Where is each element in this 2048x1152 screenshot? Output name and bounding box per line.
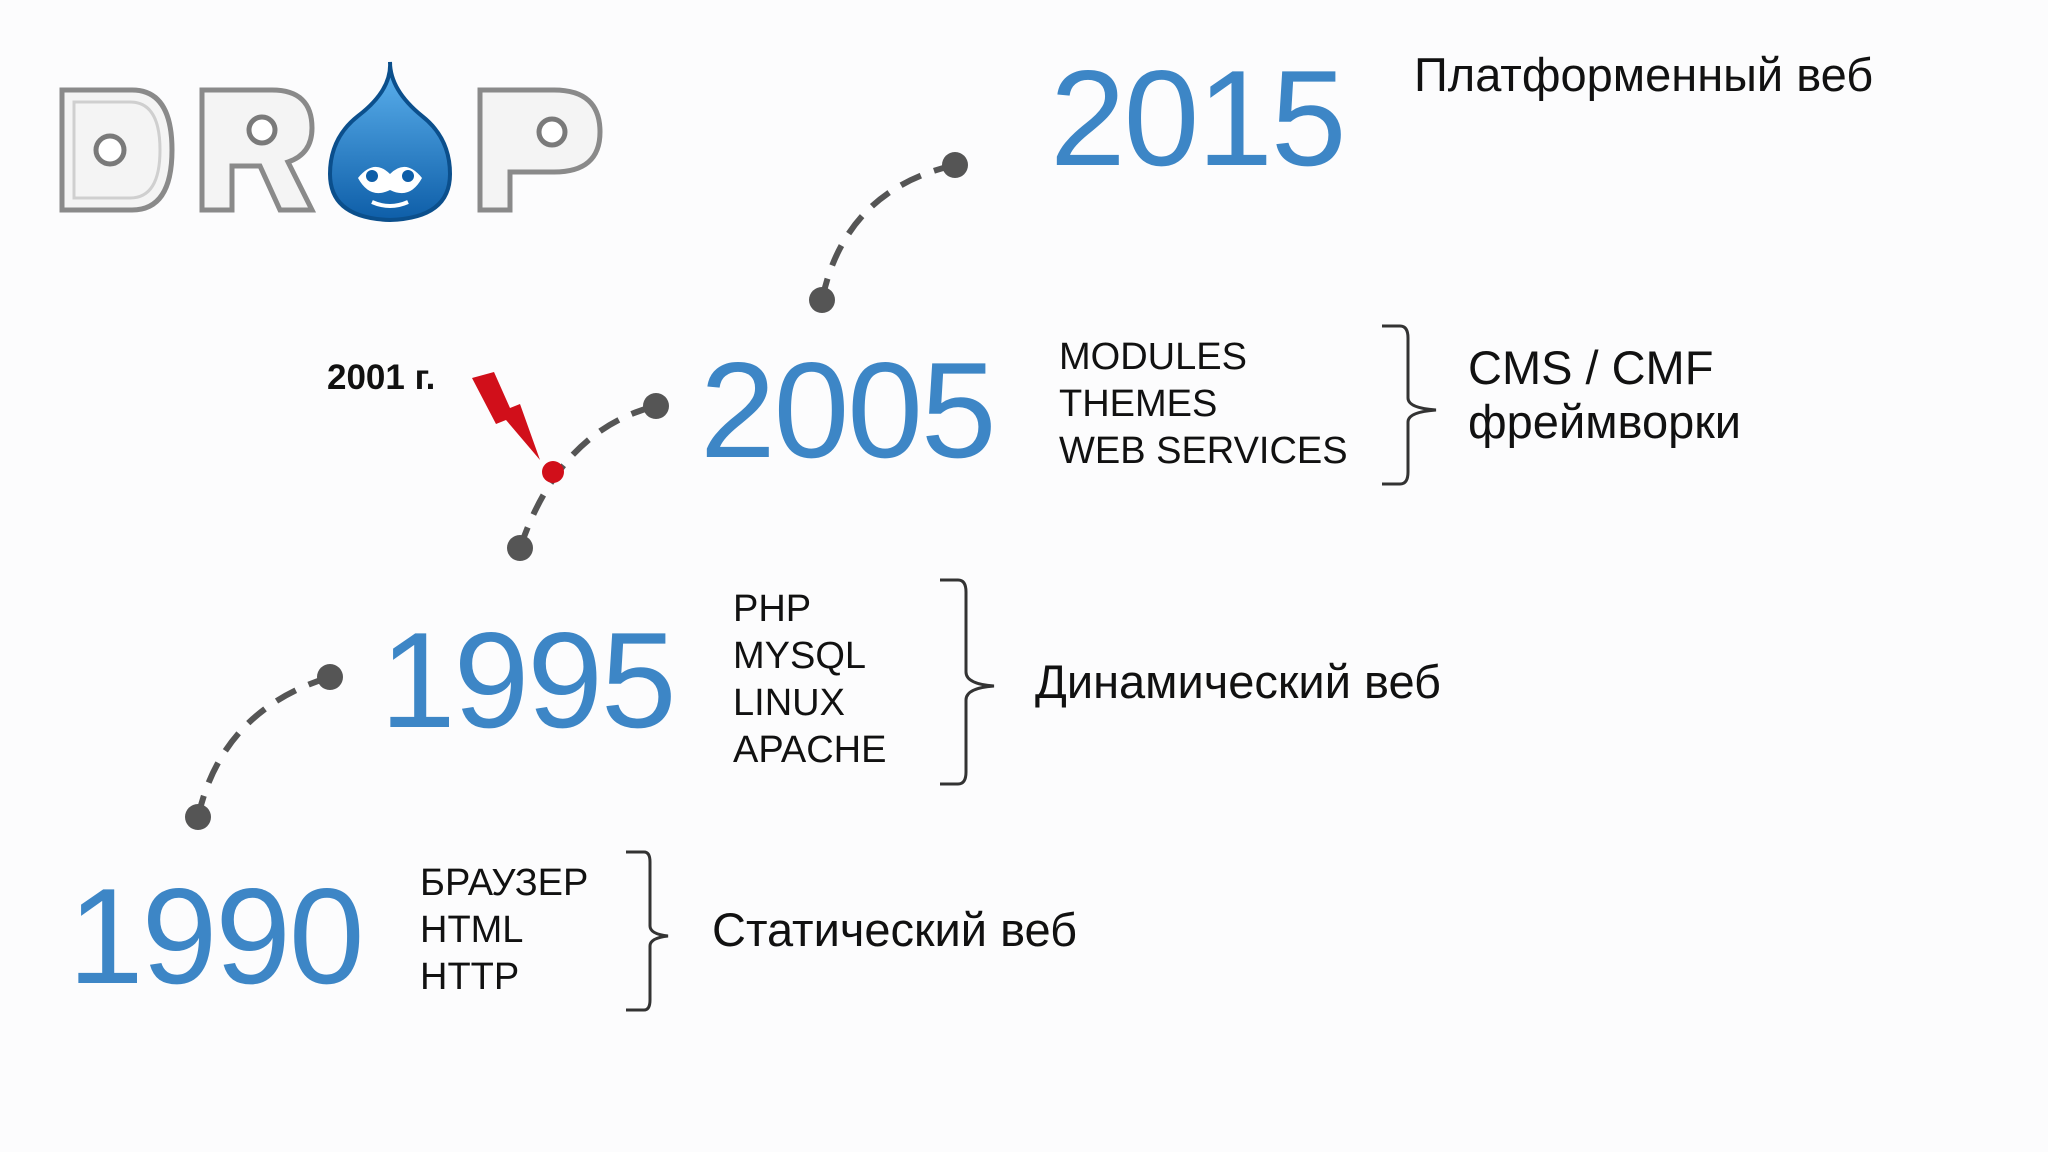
brace-1990 — [626, 850, 669, 1012]
connector-dot-1995 — [317, 664, 343, 690]
connector-1990-1995 — [195, 674, 331, 818]
connector-dot-2015 — [942, 152, 968, 178]
items-1995: PHP MYSQL LINUX APACHE — [733, 586, 886, 774]
list-item: БРАУЗЕР — [420, 862, 589, 904]
items-1990: БРАУЗЕР HTML HTTP — [420, 860, 588, 1001]
year-2005: 2005 — [700, 334, 997, 486]
drupal-drop-icon — [327, 61, 453, 223]
connector-dot-2005-end — [809, 287, 835, 313]
connector-dot-1990 — [185, 804, 211, 830]
era-cms-cmf-line1: CMS / CMF — [1468, 341, 1714, 394]
items-2005: MODULES THEMES WEB SERVICES — [1059, 334, 1348, 475]
list-item: THEMES — [1059, 383, 1218, 425]
year-1990: 1990 — [68, 860, 365, 1012]
year-2015: 2015 — [1050, 42, 1347, 194]
year-1995: 1995 — [380, 604, 677, 756]
logo-letter-p — [477, 87, 603, 213]
era-cms-cmf-line2: фреймворки — [1468, 395, 1742, 449]
lightning-bolt-icon — [472, 372, 540, 460]
logo-letter-r — [199, 87, 317, 213]
brace-2005 — [1382, 324, 1437, 486]
era-static-web: Статический веб — [712, 903, 1078, 956]
logo-letter-d — [59, 87, 175, 213]
era-platform-web: Платформенный веб — [1414, 48, 1874, 101]
list-item: APACHE — [733, 729, 887, 771]
connector-1995-2005 — [517, 403, 657, 549]
milestone-label: 2001 г. — [327, 358, 436, 397]
list-item: LINUX — [733, 682, 845, 724]
list-item: PHP — [733, 588, 812, 630]
connector-dot-1995-end — [507, 535, 533, 561]
list-item: HTTP — [420, 956, 520, 998]
milestone-dot — [542, 461, 564, 483]
list-item: WEB SERVICES — [1059, 430, 1348, 472]
list-item: MYSQL — [733, 635, 867, 677]
connector-2005-2015 — [819, 162, 956, 301]
list-item: HTML — [420, 909, 524, 951]
connector-dot-2005 — [643, 393, 669, 419]
era-dynamic-web: Динамический веб — [1035, 655, 1441, 708]
brace-1995 — [940, 578, 995, 786]
drop-logo — [59, 61, 603, 223]
era-cms-cmf: CMS / CMF фреймворки — [1468, 341, 1741, 449]
list-item: MODULES — [1059, 336, 1247, 378]
